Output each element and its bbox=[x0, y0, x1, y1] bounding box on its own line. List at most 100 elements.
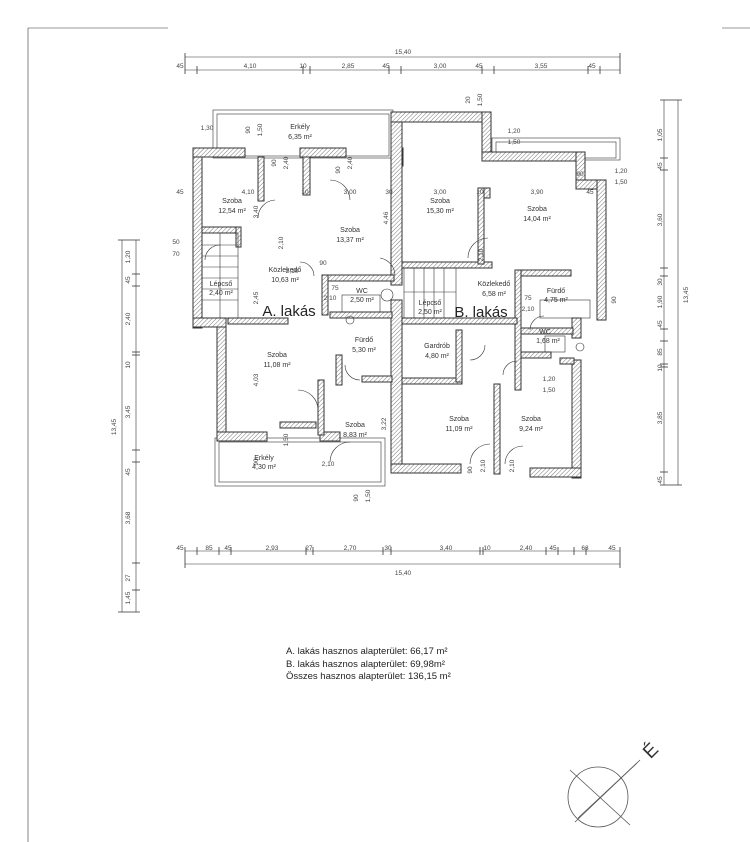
top-dimension-chain: 15,40 45 4,10 10 2,85 45 3,00 45 3,55 45 bbox=[176, 49, 621, 74]
right-dim-1: 1,05 bbox=[657, 128, 664, 141]
inner-dim-90h: 90 bbox=[611, 296, 618, 304]
inner-dim-150e: 1,50 bbox=[283, 433, 290, 446]
sheet-frame bbox=[27, 27, 750, 842]
top-dim-5: 45 bbox=[382, 63, 390, 70]
inner-dim-322: 3,22 bbox=[381, 417, 388, 430]
inner-dim-210e: 2,10 bbox=[522, 306, 535, 313]
right-dim-2: 45 bbox=[657, 162, 664, 170]
right-dim-3: 3,60 bbox=[657, 213, 664, 226]
inner-dim-10b: 10 bbox=[476, 189, 484, 196]
top-dim-7: 45 bbox=[475, 63, 483, 70]
inner-dim-240a: 2,40 bbox=[283, 156, 290, 169]
stair-b bbox=[403, 267, 457, 319]
room-area-erkely-top: 6,35 m² bbox=[288, 134, 312, 141]
inner-dim-240b: 2,40 bbox=[347, 156, 354, 169]
top-dim-4: 2,85 bbox=[342, 63, 355, 70]
inner-dim-90e: 90 bbox=[319, 260, 327, 267]
unit-label-a: A. lakás bbox=[262, 303, 315, 320]
inner-dim-210g: 2,10 bbox=[509, 459, 516, 472]
bottom-dim-2: 85 bbox=[205, 545, 213, 552]
room-area-furdo-b: 4,75 m² bbox=[544, 297, 568, 304]
top-dim-6: 3,00 bbox=[434, 63, 447, 70]
room-area-szoba-a2: 13,37 m² bbox=[336, 237, 364, 244]
room-name-kozlekedo-b: Közlekedő bbox=[478, 281, 511, 288]
inner-dim-45a: 45 bbox=[176, 189, 184, 196]
door-swings bbox=[204, 179, 591, 465]
room-name-gardrob: Gardrób bbox=[424, 343, 450, 350]
room-name-wc-a: WC bbox=[356, 288, 368, 295]
room-name-kozlekedo-a: Közlekedő bbox=[269, 267, 302, 274]
summary-line-b: B. lakás hasznos alapterület: 69,98m² bbox=[286, 658, 445, 670]
room-name-szoba-a1: Szoba bbox=[222, 198, 242, 205]
top-dim-1: 45 bbox=[176, 63, 184, 70]
room-area-szoba-a4: 8,83 m² bbox=[343, 432, 367, 439]
inner-dim-150d: 1,50 bbox=[477, 93, 484, 106]
inner-dim-210h: 2,10 bbox=[478, 248, 485, 261]
left-dim-3: 2,40 bbox=[125, 312, 132, 325]
inner-dim-340: 3,40 bbox=[253, 205, 260, 218]
inner-dim-75b: 75 bbox=[524, 295, 532, 302]
inner-dim-75a: 75 bbox=[331, 285, 339, 292]
inner-dim-150g: 1,50 bbox=[543, 387, 556, 394]
right-dim-8: 10 bbox=[657, 364, 664, 372]
inner-dim-90a: 90 bbox=[245, 126, 252, 134]
inner-dim-10a: 10 bbox=[301, 189, 309, 196]
room-area-kozlekedo-a: 10,63 m² bbox=[271, 277, 299, 284]
left-dim-6: 45 bbox=[125, 468, 132, 476]
inner-dim-70: 70 bbox=[172, 251, 180, 258]
room-area-szoba-a3: 11,08 m² bbox=[263, 362, 291, 369]
right-dim-9: 3,85 bbox=[657, 411, 664, 424]
inner-dim-410: 4,10 bbox=[242, 189, 255, 196]
room-area-gardrob: 4,80 m² bbox=[425, 353, 449, 360]
unit-labels: A. lakás B. lakás bbox=[262, 303, 507, 321]
inner-dim-90c: 90 bbox=[335, 166, 342, 174]
room-area-kozlekedo-b: 6,58 m² bbox=[482, 291, 506, 298]
room-area-wc-b: 1,68 m² bbox=[536, 338, 560, 345]
room-name-lepcso-b: Lépcső bbox=[419, 300, 442, 307]
room-area-szoba-b3: 11,09 m² bbox=[445, 426, 473, 433]
inner-dim-130: 1,30 bbox=[201, 125, 214, 132]
bottom-dimension-chain: 45 85 45 2,93 27 2,70 30 3,40 10 2,40 45… bbox=[176, 545, 621, 577]
room-name-szoba-a4: Szoba bbox=[345, 422, 365, 429]
bottom-total-dim: 15,40 bbox=[395, 570, 412, 577]
left-dim-4: 10 bbox=[125, 361, 132, 369]
inner-dim-210a: 2,10 bbox=[278, 236, 285, 249]
bottom-dim-7: 30 bbox=[384, 545, 392, 552]
walls bbox=[192, 111, 607, 479]
room-area-lepcso-b: 2,50 m² bbox=[418, 309, 442, 316]
right-dim-5: 1,90 bbox=[657, 295, 664, 308]
inner-dim-446: 4,46 bbox=[383, 211, 390, 224]
room-area-szoba-b2: 14,04 m² bbox=[523, 216, 551, 223]
right-total-dim: 13,45 bbox=[683, 286, 690, 303]
inner-dim-150c: 1,50 bbox=[615, 179, 628, 186]
inner-dim-90g: 90 bbox=[353, 494, 360, 502]
room-name-erkely-bottom: Erkély bbox=[254, 455, 274, 462]
left-dimension-chain: 1,20 45 2,40 10 3,45 45 3,68 1,45 27 13,… bbox=[111, 239, 140, 613]
left-dim-1: 1,20 bbox=[125, 250, 132, 263]
room-area-lepcso-a: 2,40 m² bbox=[209, 290, 233, 297]
room-name-szoba-b4: Szoba bbox=[521, 416, 541, 423]
inner-dim-90f: 90 bbox=[253, 458, 260, 466]
inner-dim-210f: 2,10 bbox=[480, 459, 487, 472]
inner-dim-20: 20 bbox=[465, 96, 472, 104]
inner-dim-210b: 2,10 bbox=[286, 268, 299, 275]
inner-dim-150f: 1,50 bbox=[365, 489, 372, 502]
summary-line-a: A. lakás hasznos alapterület: 66,17 m² bbox=[286, 646, 448, 657]
area-summary: A. lakás hasznos alapterület: 66,17 m² B… bbox=[286, 646, 451, 684]
bottom-dim-3: 45 bbox=[224, 545, 232, 552]
inner-dim-300a: 3,00 bbox=[344, 189, 357, 196]
bottom-dim-5: 27 bbox=[305, 545, 313, 552]
room-area-erkely-bottom: 4,30 m² bbox=[252, 464, 276, 471]
inner-dim-300b: 3,00 bbox=[434, 189, 447, 196]
right-dimension-chain: 1,05 45 3,60 30 1,90 45 85 10 3,85 45 13… bbox=[657, 99, 690, 486]
bottom-dim-4: 2,93 bbox=[266, 545, 279, 552]
inner-dim-210c: 2,10 bbox=[324, 295, 337, 302]
north-arrow-label: É bbox=[639, 739, 663, 763]
inner-dim-120b: 1,20 bbox=[615, 168, 628, 175]
stair-a bbox=[201, 232, 239, 319]
bottom-dim-12: 63 bbox=[581, 545, 589, 552]
room-name-lepcso-a: Lépcső bbox=[210, 281, 233, 288]
room-name-szoba-b3: Szoba bbox=[449, 416, 469, 423]
inner-dim-150a: 1,50 bbox=[257, 123, 264, 136]
